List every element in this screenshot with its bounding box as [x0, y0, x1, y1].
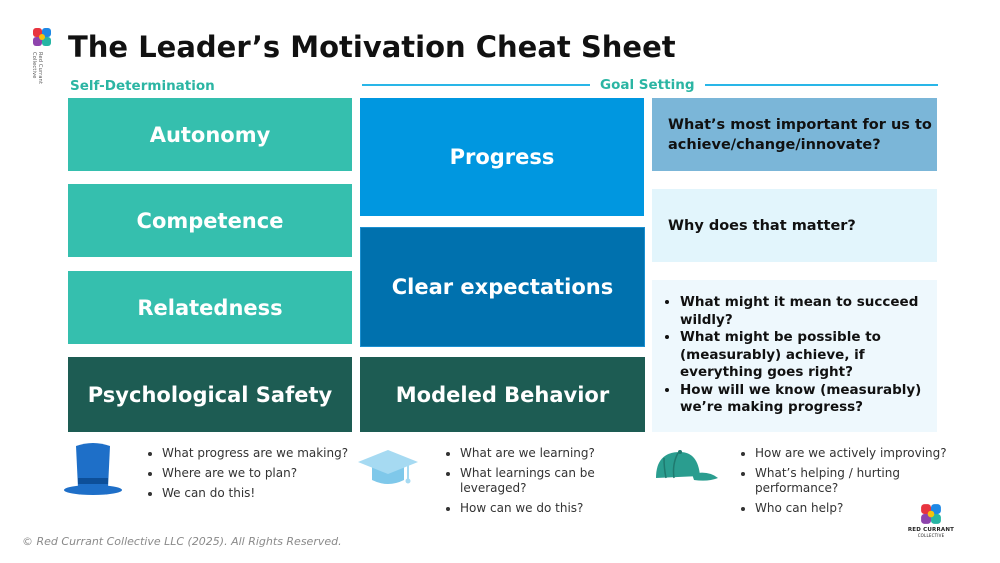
- question-why-matter: Why does that matter?: [652, 189, 937, 262]
- top-hat-icon: [64, 443, 122, 495]
- list-item: Where are we to plan?: [162, 466, 372, 481]
- list-item: How can we do this?: [460, 501, 660, 516]
- brand-logo-bottom-icon: [921, 504, 941, 524]
- relatedness-box: Relatedness: [68, 271, 352, 344]
- list-item: What might be possible to (measurably) a…: [680, 329, 937, 382]
- list-item: What might it mean to succeed wildly?: [680, 294, 937, 329]
- brand-logo-text: RED CURRANT COLLECTIVE: [905, 527, 957, 538]
- logo-line-1: RED CURRANT: [907, 527, 955, 533]
- list-item: What’s helping / hurting performance?: [755, 466, 970, 496]
- logo-line-2: COLLECTIVE: [917, 533, 945, 538]
- graduation-cap-icon: [358, 450, 418, 484]
- list-item: What learnings can be leveraged?: [460, 466, 660, 496]
- section-goal-setting: Goal Setting: [600, 77, 695, 93]
- baseball-cap-list: How are we actively improving? What’s he…: [727, 446, 970, 521]
- grad-cap-list: What are we learning? What learnings can…: [432, 446, 660, 521]
- brand-vertical-text: Red Currant Collective: [31, 52, 43, 85]
- questions-bullet-list: What might it mean to succeed wildly? Wh…: [652, 294, 937, 417]
- list-item: We can do this!: [162, 486, 372, 501]
- list-item: How will we know (measurably) we’re maki…: [680, 382, 937, 417]
- clear-expectations-box: Clear expectations: [360, 227, 645, 347]
- competence-box: Competence: [68, 184, 352, 257]
- question-most-important: What’s most important for us to achieve/…: [652, 98, 937, 171]
- baseball-cap-icon: [656, 450, 718, 481]
- goal-setting-rule-left: [362, 84, 590, 86]
- section-self-determination: Self-Determination: [70, 78, 215, 94]
- brand-logo-icon: [33, 28, 51, 46]
- questions-bullet-box: What might it mean to succeed wildly? Wh…: [652, 280, 937, 432]
- progress-box: Progress: [360, 98, 644, 216]
- goal-setting-rule-right: [705, 84, 938, 86]
- list-item: How are we actively improving?: [755, 446, 970, 461]
- psychological-safety-box: Psychological Safety: [68, 357, 352, 432]
- autonomy-box: Autonomy: [68, 98, 352, 171]
- top-hat-list: What progress are we making? Where are w…: [134, 446, 372, 506]
- copyright-text: © Red Currant Collective LLC (2025). All…: [22, 535, 342, 548]
- modeled-behavior-box: Modeled Behavior: [360, 357, 645, 432]
- list-item: What progress are we making?: [162, 446, 372, 461]
- page-title: The Leader’s Motivation Cheat Sheet: [68, 30, 676, 64]
- list-item: Who can help?: [755, 501, 970, 516]
- list-item: What are we learning?: [460, 446, 660, 461]
